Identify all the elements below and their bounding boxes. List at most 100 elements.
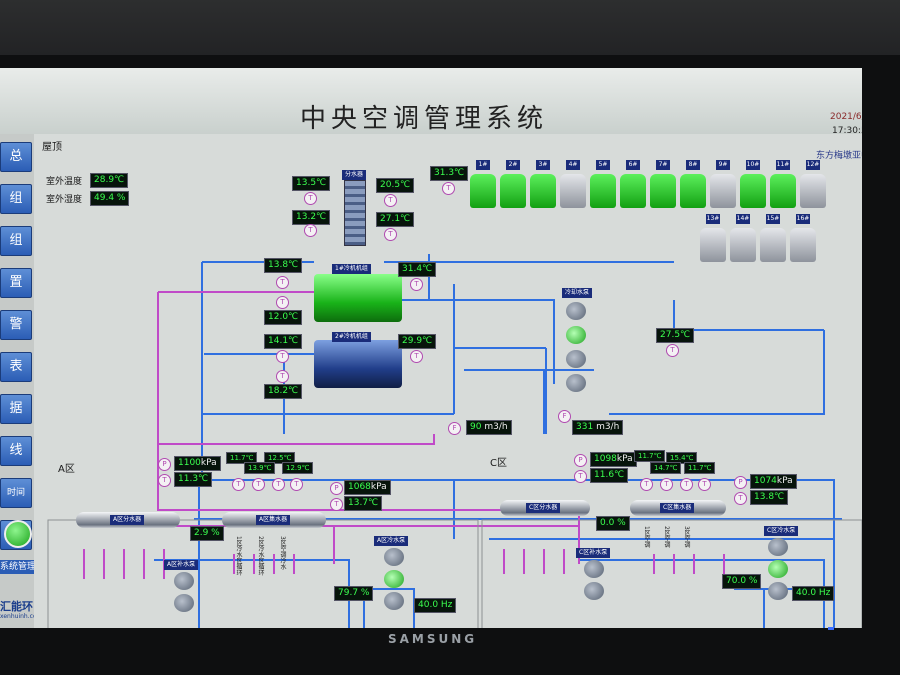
- sensor-icon: T: [410, 350, 423, 363]
- outdoor-humidity-value: 49.4 %: [90, 191, 130, 206]
- pipe-network: [47, 254, 862, 628]
- sidebar-button-curves[interactable]: 线: [0, 436, 32, 466]
- zone-c-makeup-pump[interactable]: [584, 582, 604, 600]
- tower-number: 9#: [716, 160, 730, 170]
- schematic-panel: 屋顶 东方梅墩亚中心 室外温度 28.9℃ 室外湿度 49.4 % 分水器 13…: [34, 134, 862, 628]
- sidebar-button-data[interactable]: 据: [0, 394, 32, 424]
- power-led: [828, 627, 834, 630]
- sensor-icon: T: [384, 194, 397, 207]
- chiller-1[interactable]: [314, 274, 402, 322]
- cooling-tower[interactable]: [530, 174, 556, 208]
- sidebar: 总 组 组 置 警 表 据 线 时间 系统: [0, 134, 34, 628]
- zone-a-valve-open: 2.9 %: [190, 526, 224, 541]
- tower-number: 5#: [596, 160, 610, 170]
- outdoor-temp-value: 28.9℃: [90, 173, 129, 188]
- sensor-icon: T: [272, 478, 285, 491]
- zone-c-valve-open: 0.0 %: [596, 516, 630, 531]
- cooling-tower[interactable]: [500, 174, 526, 208]
- sensor-icon: T: [304, 192, 317, 205]
- sidebar-button-overview[interactable]: 总: [0, 142, 32, 172]
- tower-number: 11#: [776, 160, 790, 170]
- date-readout: 2021/6/8: [830, 112, 862, 122]
- cooling-tower[interactable]: [590, 174, 616, 208]
- chiller-2[interactable]: [314, 340, 402, 388]
- monitor-brand-logo: SAMSUNG: [388, 632, 478, 646]
- zone-c-return-temp: 13.8℃: [750, 490, 789, 505]
- pressure-sensor-icon: P: [734, 476, 747, 489]
- sensor-icon: T: [276, 370, 289, 383]
- sidebar-button-schedule[interactable]: 时间: [0, 478, 32, 508]
- zone-a-supply-temp: 11.3℃: [174, 472, 213, 487]
- company-logo: 汇能环: [0, 600, 33, 613]
- flow-sensor-icon: F: [448, 422, 461, 435]
- cooling-tower[interactable]: [770, 174, 796, 208]
- cooling-pump[interactable]: [566, 374, 586, 392]
- cooling-tower[interactable]: [730, 228, 756, 262]
- cooling-return-temp: 27.5℃: [656, 328, 695, 343]
- zone-a-makeup-pump-label: A区补水泵: [164, 560, 199, 570]
- zone-c-circ-pump[interactable]: [768, 582, 788, 600]
- tower-number: 8#: [686, 160, 700, 170]
- sensor-icon: T: [384, 228, 397, 241]
- cooling-tower[interactable]: [740, 174, 766, 208]
- temp-t1: 13.5℃: [292, 176, 331, 191]
- sidebar-button-group-2[interactable]: 组: [0, 226, 32, 256]
- zone-a-makeup-pump[interactable]: [174, 594, 194, 612]
- zone-a-circ-pump[interactable]: [384, 592, 404, 610]
- sensor-icon: T: [290, 478, 303, 491]
- zone-a-makeup-pump[interactable]: [174, 572, 194, 590]
- zone-c-return-pressure: 1074kPa: [750, 474, 797, 489]
- zone-c-return-header-label: C区集水器: [660, 503, 695, 513]
- zone-a-circ-pump[interactable]: [384, 570, 404, 588]
- cooling-tower[interactable]: [760, 228, 786, 262]
- zone-c-temp-b: 15.4℃: [666, 452, 698, 464]
- title-bar: [0, 68, 862, 134]
- cooling-tower[interactable]: [650, 174, 676, 208]
- sidebar-button-alarms[interactable]: 警: [0, 310, 32, 340]
- zone-c-temp-d: 11.7℃: [684, 462, 716, 474]
- zone-a-return-temp: 13.7℃: [344, 496, 383, 511]
- sensor-icon: T: [698, 478, 711, 491]
- pressure-sensor-icon: P: [158, 458, 171, 471]
- zone-a-branch-1: 1区冷水区循环: [235, 536, 242, 576]
- cooling-tower[interactable]: [710, 174, 736, 208]
- zone-a-temp-d: 12.9℃: [282, 462, 314, 474]
- cooling-tower[interactable]: [800, 174, 826, 208]
- sensor-icon: T: [276, 276, 289, 289]
- tower-number: 13#: [706, 214, 720, 224]
- cooling-tower[interactable]: [680, 174, 706, 208]
- zone-a-supply-header-label: A区分水器: [110, 515, 145, 525]
- company-url: xenhuinh.com: [0, 613, 43, 620]
- cooling-tower[interactable]: [700, 228, 726, 262]
- cooling-tower[interactable]: [790, 228, 816, 262]
- outdoor-humidity-label: 室外湿度: [46, 195, 83, 205]
- chiller-2-label: 2#冷机机组: [332, 332, 371, 342]
- cooling-pump[interactable]: [566, 302, 586, 320]
- cooling-tower[interactable]: [620, 174, 646, 208]
- cooling-tower[interactable]: [470, 174, 496, 208]
- zone-c-temp-a: 11.7℃: [634, 450, 666, 462]
- sensor-icon: T: [276, 350, 289, 363]
- zone-a-circ-pump[interactable]: [384, 548, 404, 566]
- zone-a-branch-2: 2区冷水区循环: [257, 536, 264, 576]
- flow-2: 331 m3/h: [572, 420, 624, 435]
- zone-a-pump-frequency: 40.0 Hz: [414, 598, 457, 613]
- zone-c-circ-pump[interactable]: [768, 538, 788, 556]
- zone-c-branch-2: 2区空调: [663, 526, 670, 548]
- zone-c-makeup-pump[interactable]: [584, 560, 604, 578]
- cooling-pump[interactable]: [566, 326, 586, 344]
- sidebar-button-settings[interactable]: 置: [0, 268, 32, 298]
- tower-number: 1#: [476, 160, 490, 170]
- zone-c-circ-pump[interactable]: [768, 560, 788, 578]
- sensor-icon: T: [734, 492, 747, 505]
- cooling-pump[interactable]: [566, 350, 586, 368]
- zone-c-temp-c: 14.7℃: [650, 462, 682, 474]
- sidebar-button-reports[interactable]: 表: [0, 352, 32, 382]
- system-status-light[interactable]: [4, 520, 32, 548]
- chiller-1-outlet-temp: 31.4℃: [398, 262, 437, 277]
- zone-c-supply-temp: 11.6℃: [590, 468, 629, 483]
- sidebar-button-group-1[interactable]: 组: [0, 184, 32, 214]
- section-title: 屋顶: [42, 142, 62, 153]
- cooling-tower[interactable]: [560, 174, 586, 208]
- time-readout: 17:30:58: [832, 126, 862, 136]
